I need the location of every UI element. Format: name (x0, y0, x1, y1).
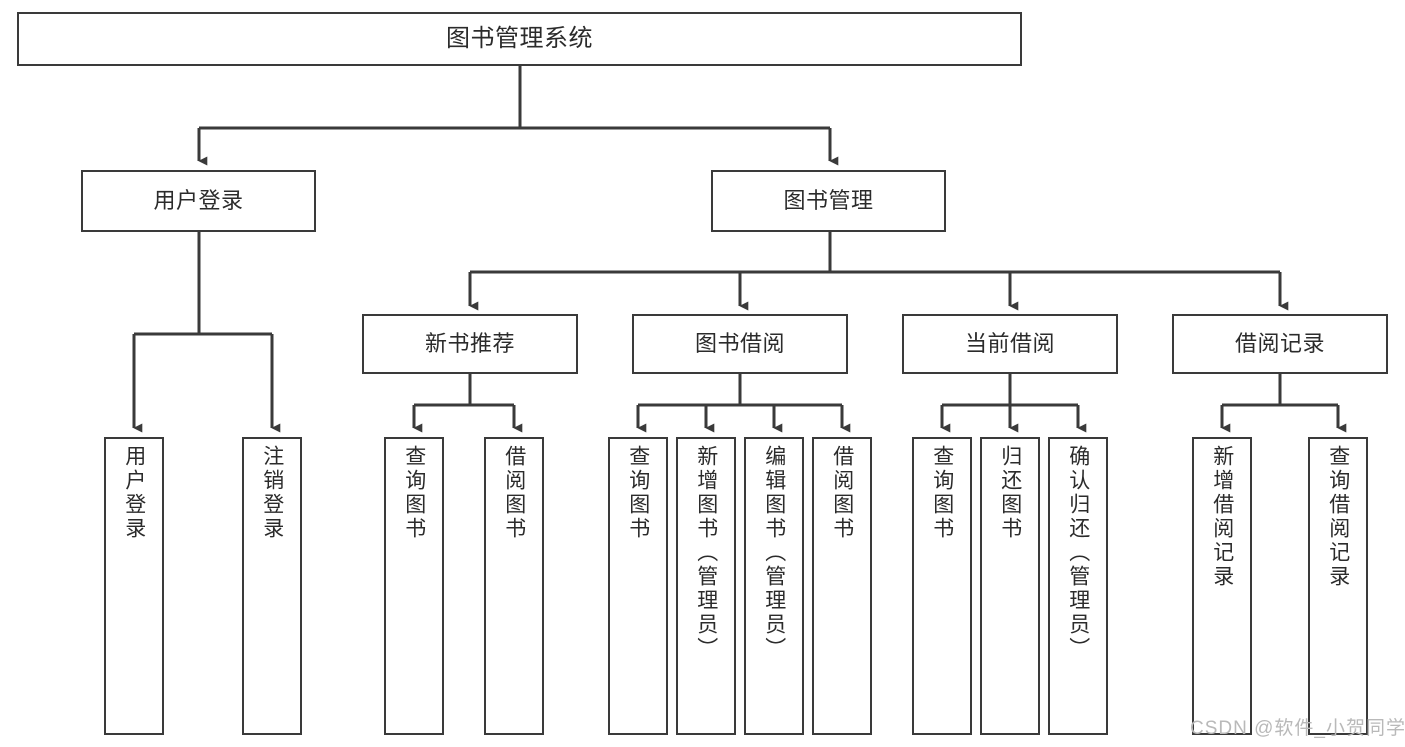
node-leaf-query-borrow-record[interactable]: 查询借阅记录 (1308, 437, 1368, 735)
node-leaf-borrow-book-1[interactable]: 借阅图书 (484, 437, 544, 735)
node-leaf-return-book[interactable]: 归还图书 (980, 437, 1040, 735)
node-leaf-user-login[interactable]: 用户登录 (104, 437, 164, 735)
node-leaf-confirm-return[interactable]: 确认归还（管理员） (1048, 437, 1108, 735)
csdn-watermark: CSDN @软件_小贺同学 (1190, 718, 1405, 739)
node-leaf-edit-book[interactable]: 编辑图书（管理员） (744, 437, 804, 735)
node-book-borrow[interactable]: 图书借阅 (632, 314, 848, 374)
node-user-login[interactable]: 用户登录 (81, 170, 316, 232)
node-leaf-query-borrow-record-label: 查询借阅记录 (1326, 445, 1350, 589)
node-leaf-add-borrow-record-label: 新增借阅记录 (1210, 445, 1234, 589)
node-new-book-recommend-label: 新书推荐 (424, 330, 515, 356)
node-book-borrow-label: 图书借阅 (694, 330, 785, 356)
node-current-borrow[interactable]: 当前借阅 (902, 314, 1118, 374)
node-user-login-label: 用户登录 (153, 187, 244, 213)
node-leaf-add-book[interactable]: 新增图书（管理员） (676, 437, 736, 735)
node-leaf-query-book-2-label: 查询图书 (626, 445, 650, 541)
node-leaf-user-login-label: 用户登录 (122, 445, 146, 541)
node-borrow-record[interactable]: 借阅记录 (1172, 314, 1388, 374)
node-leaf-user-logout-label: 注销登录 (260, 445, 284, 541)
node-book-manage[interactable]: 图书管理 (711, 170, 946, 232)
node-leaf-return-book-label: 归还图书 (998, 445, 1022, 541)
node-leaf-add-book-label: 新增图书（管理员） (694, 445, 718, 661)
node-leaf-borrow-book-2[interactable]: 借阅图书 (812, 437, 872, 735)
node-leaf-user-logout[interactable]: 注销登录 (242, 437, 302, 735)
node-leaf-query-book-3[interactable]: 查询图书 (912, 437, 972, 735)
node-leaf-borrow-book-2-label: 借阅图书 (830, 445, 854, 541)
node-new-book-recommend[interactable]: 新书推荐 (362, 314, 578, 374)
node-leaf-edit-book-label: 编辑图书（管理员） (762, 445, 786, 661)
node-leaf-query-book-1-label: 查询图书 (402, 445, 426, 541)
node-book-manage-label: 图书管理 (783, 187, 874, 213)
node-leaf-confirm-return-label: 确认归还（管理员） (1066, 445, 1090, 661)
node-root-system[interactable]: 图书管理系统 (17, 12, 1022, 66)
node-leaf-borrow-book-1-label: 借阅图书 (502, 445, 526, 541)
node-borrow-record-label: 借阅记录 (1234, 330, 1325, 356)
node-current-borrow-label: 当前借阅 (964, 330, 1055, 356)
node-leaf-add-borrow-record[interactable]: 新增借阅记录 (1192, 437, 1252, 735)
node-leaf-query-book-1[interactable]: 查询图书 (384, 437, 444, 735)
node-leaf-query-book-3-label: 查询图书 (930, 445, 954, 541)
node-root-system-label: 图书管理系统 (446, 24, 593, 52)
node-leaf-query-book-2[interactable]: 查询图书 (608, 437, 668, 735)
